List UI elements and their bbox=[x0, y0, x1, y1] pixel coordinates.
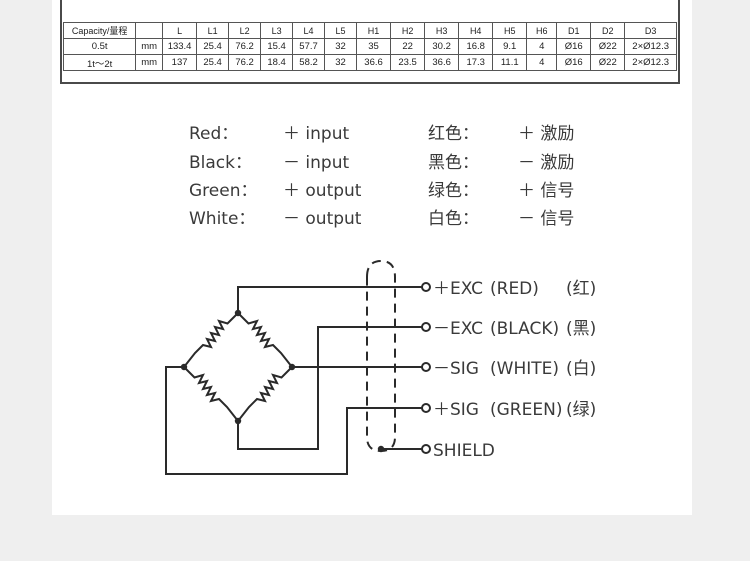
legend-zh-color: 绿色： bbox=[428, 181, 479, 201]
terminal-name: (BLACK) bbox=[490, 319, 559, 339]
content-panel bbox=[52, 0, 692, 515]
legend-zh-signal: ＋ 激励 bbox=[518, 124, 575, 144]
table-cell: mm bbox=[135, 54, 164, 71]
terminal-circle bbox=[421, 444, 431, 454]
terminal-name: (WHITE) bbox=[490, 359, 559, 379]
legend-zh-color: 黑色： bbox=[428, 153, 479, 173]
table-cell: 11.1 bbox=[492, 54, 528, 71]
legend-zh-color: 白色： bbox=[428, 209, 479, 229]
terminal-cn: (绿) bbox=[566, 400, 596, 420]
bridge-arm-bottom-right bbox=[237, 366, 293, 422]
table-cell: Ø16 bbox=[556, 54, 592, 71]
legend-en-signal: ＋ output bbox=[283, 181, 362, 201]
terminal-cn: (白) bbox=[566, 359, 596, 379]
table-header-cell: D3 bbox=[624, 22, 677, 39]
wheatstone-bridge bbox=[180, 309, 296, 425]
legend-en-color: Black： bbox=[189, 153, 252, 173]
bridge-arm-top-right bbox=[237, 312, 293, 368]
table-cell: 36.6 bbox=[356, 54, 392, 71]
table-cell: 1t～2t bbox=[62, 54, 137, 71]
table-cell: 18.4 bbox=[260, 54, 294, 71]
legend-en-color: Green： bbox=[189, 181, 258, 201]
wire-exc-plus bbox=[237, 286, 422, 313]
legend-en-signal: － output bbox=[283, 209, 362, 229]
spec-frame bbox=[60, 0, 680, 84]
wire-sig-plus bbox=[165, 366, 422, 475]
terminal-sign: －EXC bbox=[433, 319, 483, 339]
table-cell: 137 bbox=[162, 54, 198, 71]
terminal-sign: SHIELD bbox=[433, 441, 495, 461]
table-cell: Ø16 bbox=[556, 38, 592, 55]
bridge-arm-bottom-left bbox=[183, 366, 239, 422]
legend-en-color: Red： bbox=[189, 124, 239, 144]
terminal-sign: ＋EXC bbox=[433, 279, 483, 299]
terminal-sign: －SIG bbox=[433, 359, 479, 379]
terminal-cn: (黑) bbox=[566, 319, 596, 339]
legend-zh-signal: － 信号 bbox=[518, 209, 575, 229]
shield-outline bbox=[366, 259, 396, 453]
terminal-circle bbox=[421, 362, 431, 372]
table-cell: Ø22 bbox=[590, 54, 626, 71]
table-header-cell: Capacity/量程 bbox=[62, 22, 137, 39]
table-cell: 2×Ø12.3 bbox=[624, 54, 677, 71]
legend-en-signal: ＋ input bbox=[283, 124, 350, 144]
terminal-circle bbox=[421, 403, 431, 413]
legend-en-color: White： bbox=[189, 209, 256, 229]
legend-en-signal: － input bbox=[283, 153, 350, 173]
table-cell: 36.6 bbox=[424, 54, 460, 71]
table-cell: Ø22 bbox=[590, 38, 626, 55]
wire-exc-minus bbox=[237, 326, 422, 450]
wiring-legend: Red： ＋ input 红色： ＋ 激励 Black： － input 黑色：… bbox=[0, 0, 750, 240]
table-cell: 23.5 bbox=[390, 54, 426, 71]
bridge-arm-top-left bbox=[183, 312, 239, 368]
legend-zh-signal: ＋ 信号 bbox=[518, 181, 575, 201]
terminal-circle bbox=[421, 322, 431, 332]
terminal-name: (GREEN) bbox=[490, 400, 562, 420]
legend-zh-color: 红色： bbox=[428, 124, 479, 144]
terminal-sign: ＋SIG bbox=[433, 400, 479, 420]
terminal-name: (RED) bbox=[490, 279, 539, 299]
terminal-cn: (红) bbox=[566, 279, 596, 299]
terminal-circle bbox=[421, 282, 431, 292]
legend-zh-signal: － 激励 bbox=[518, 153, 575, 173]
